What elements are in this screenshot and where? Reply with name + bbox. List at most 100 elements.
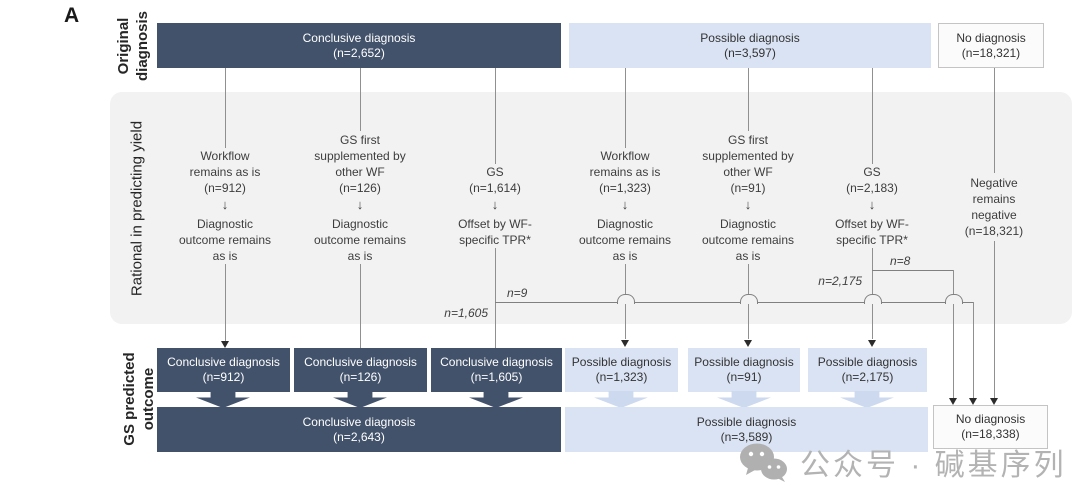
box-n: (n=2,175)	[841, 370, 894, 384]
box-outcome-possible-1323: Possible diagnosis (n=1,323)	[565, 348, 678, 392]
arrowhead-icon	[744, 340, 752, 347]
connector-line	[360, 68, 361, 131]
box-label: Conclusive diagnosis	[302, 414, 416, 429]
rationale-col3-top: GS (n=1,614)	[469, 165, 521, 195]
block-arrow-icon	[196, 391, 250, 408]
box-final-possible: Possible diagnosis (n=3,589)	[565, 407, 928, 452]
block-arrow-icon	[469, 391, 523, 408]
box-n: (n=18,338)	[961, 427, 1020, 441]
box-n: (n=912)	[202, 370, 245, 384]
rationale-col3-bottom: Offset by WF- specific TPR*	[458, 217, 532, 247]
connector-line	[994, 241, 995, 398]
down-arrow-icon: ↓	[621, 197, 629, 212]
wechat-icon	[740, 443, 787, 482]
box-n: (n=3,597)	[724, 45, 776, 60]
connector-line	[225, 264, 226, 341]
row-label-rational: Rational in predicting yield	[128, 120, 146, 297]
connector-line	[748, 68, 749, 131]
block-arrow-icon	[333, 391, 387, 408]
arrowhead-icon	[949, 398, 957, 405]
box-n: (n=1,605)	[470, 370, 523, 384]
box-n: (n=126)	[339, 370, 382, 384]
connector-line	[360, 264, 361, 348]
box-n: (n=3,589)	[720, 429, 773, 444]
rationale-col4-top: Workflow remains as is (n=1,323)	[589, 149, 661, 195]
connector-line	[994, 68, 995, 173]
down-arrow-icon: ↓	[744, 197, 752, 212]
flow-label-n8: n=8	[890, 254, 911, 268]
rationale-col2-top: GS first supplemented by other WF (n=126…	[314, 133, 406, 195]
connector-line	[495, 248, 496, 348]
down-arrow-icon: ↓	[221, 197, 229, 212]
line-hop-arc	[740, 294, 758, 304]
connector-line	[495, 68, 496, 164]
box-label: No diagnosis	[956, 30, 1026, 45]
box-label: Possible diagnosis	[694, 355, 794, 369]
arrowhead-icon	[621, 340, 629, 347]
rationale-col7-negative: Negative remains negative (n=18,321)	[964, 176, 1024, 238]
box-outcome-possible-2175: Possible diagnosis (n=2,175)	[808, 348, 927, 392]
box-n: (n=2,652)	[333, 45, 385, 60]
rationale-col1-bottom: Diagnostic outcome remains as is	[178, 217, 272, 263]
box-n: (n=91)	[726, 370, 762, 384]
connector-line	[872, 248, 873, 339]
box-label: Conclusive diagnosis	[440, 355, 553, 369]
box-final-no-diagnosis: No diagnosis (n=18,338)	[933, 405, 1048, 449]
line-hop-arc	[617, 294, 635, 304]
box-original-no-diagnosis: No diagnosis (n=18,321)	[938, 23, 1044, 68]
line-hop-arc	[945, 294, 963, 304]
box-original-possible: Possible diagnosis (n=3,597)	[569, 23, 931, 68]
box-label: Conclusive diagnosis	[167, 355, 280, 369]
rationale-col5-bottom: Diagnostic outcome remains as is	[701, 217, 795, 263]
branch-line-n9	[495, 302, 974, 303]
watermark: 公众号 · 碱基序列	[738, 440, 1067, 484]
watermark-text: 公众号 · 碱基序列	[800, 449, 1067, 482]
down-arrow-icon: ↓	[356, 197, 364, 212]
arrowhead-icon	[990, 398, 998, 405]
flow-label-n9: n=9	[507, 286, 528, 300]
panel-letter: A	[64, 4, 80, 27]
rationale-col6-bottom: Offset by WF- specific TPR*	[835, 217, 909, 247]
box-outcome-conclusive-1605: Conclusive diagnosis (n=1,605)	[431, 348, 562, 392]
connector-line	[225, 68, 226, 148]
box-n: (n=18,321)	[961, 45, 1021, 60]
box-outcome-possible-91: Possible diagnosis (n=91)	[688, 348, 800, 392]
box-label: Possible diagnosis	[700, 30, 800, 45]
flow-label-n2175: n=2,175	[818, 274, 862, 288]
box-outcome-conclusive-126: Conclusive diagnosis (n=126)	[294, 348, 427, 392]
branch-line-n8	[872, 270, 953, 271]
box-label: Possible diagnosis	[817, 355, 918, 369]
box-outcome-conclusive-912: Conclusive diagnosis (n=912)	[157, 348, 290, 392]
box-n: (n=1,323)	[595, 370, 648, 384]
branch-line-n8-drop	[953, 270, 954, 398]
box-label: Possible diagnosis	[696, 414, 797, 429]
rational-panel	[110, 92, 1072, 324]
down-arrow-icon: ↓	[868, 197, 876, 212]
box-label: Conclusive diagnosis	[304, 355, 417, 369]
rationale-col1-top: Workflow remains as is (n=912)	[189, 149, 261, 195]
rationale-col6-top: GS (n=2,183)	[846, 165, 898, 195]
line-hop-arc	[864, 294, 882, 304]
box-final-conclusive: Conclusive diagnosis (n=2,643)	[157, 407, 561, 452]
block-arrow-icon	[840, 391, 894, 408]
arrowhead-icon	[969, 398, 977, 405]
flow-label-n1605: n=1,605	[444, 306, 488, 320]
box-label: No diagnosis	[955, 412, 1026, 426]
row-label-original-diagnosis: Original diagnosis	[115, 11, 151, 82]
rationale-col2-bottom: Diagnostic outcome remains as is	[313, 217, 407, 263]
block-arrow-icon	[594, 391, 648, 408]
rationale-col4-bottom: Diagnostic outcome remains as is	[578, 217, 672, 263]
arrowhead-icon	[868, 340, 876, 347]
block-arrow-icon	[717, 391, 771, 408]
down-arrow-icon: ↓	[491, 197, 499, 212]
box-original-conclusive: Conclusive diagnosis (n=2,652)	[157, 23, 561, 68]
connector-line	[625, 68, 626, 148]
box-n: (n=2,643)	[333, 429, 385, 444]
connector-line	[872, 68, 873, 164]
rationale-col5-top: GS first supplemented by other WF (n=91)	[702, 133, 794, 195]
branch-line-n9-drop	[973, 302, 974, 398]
box-label: Possible diagnosis	[571, 355, 672, 369]
arrowhead-icon	[221, 341, 229, 348]
row-label-gs-predicted-outcome: GS predicted outcome	[121, 352, 157, 446]
